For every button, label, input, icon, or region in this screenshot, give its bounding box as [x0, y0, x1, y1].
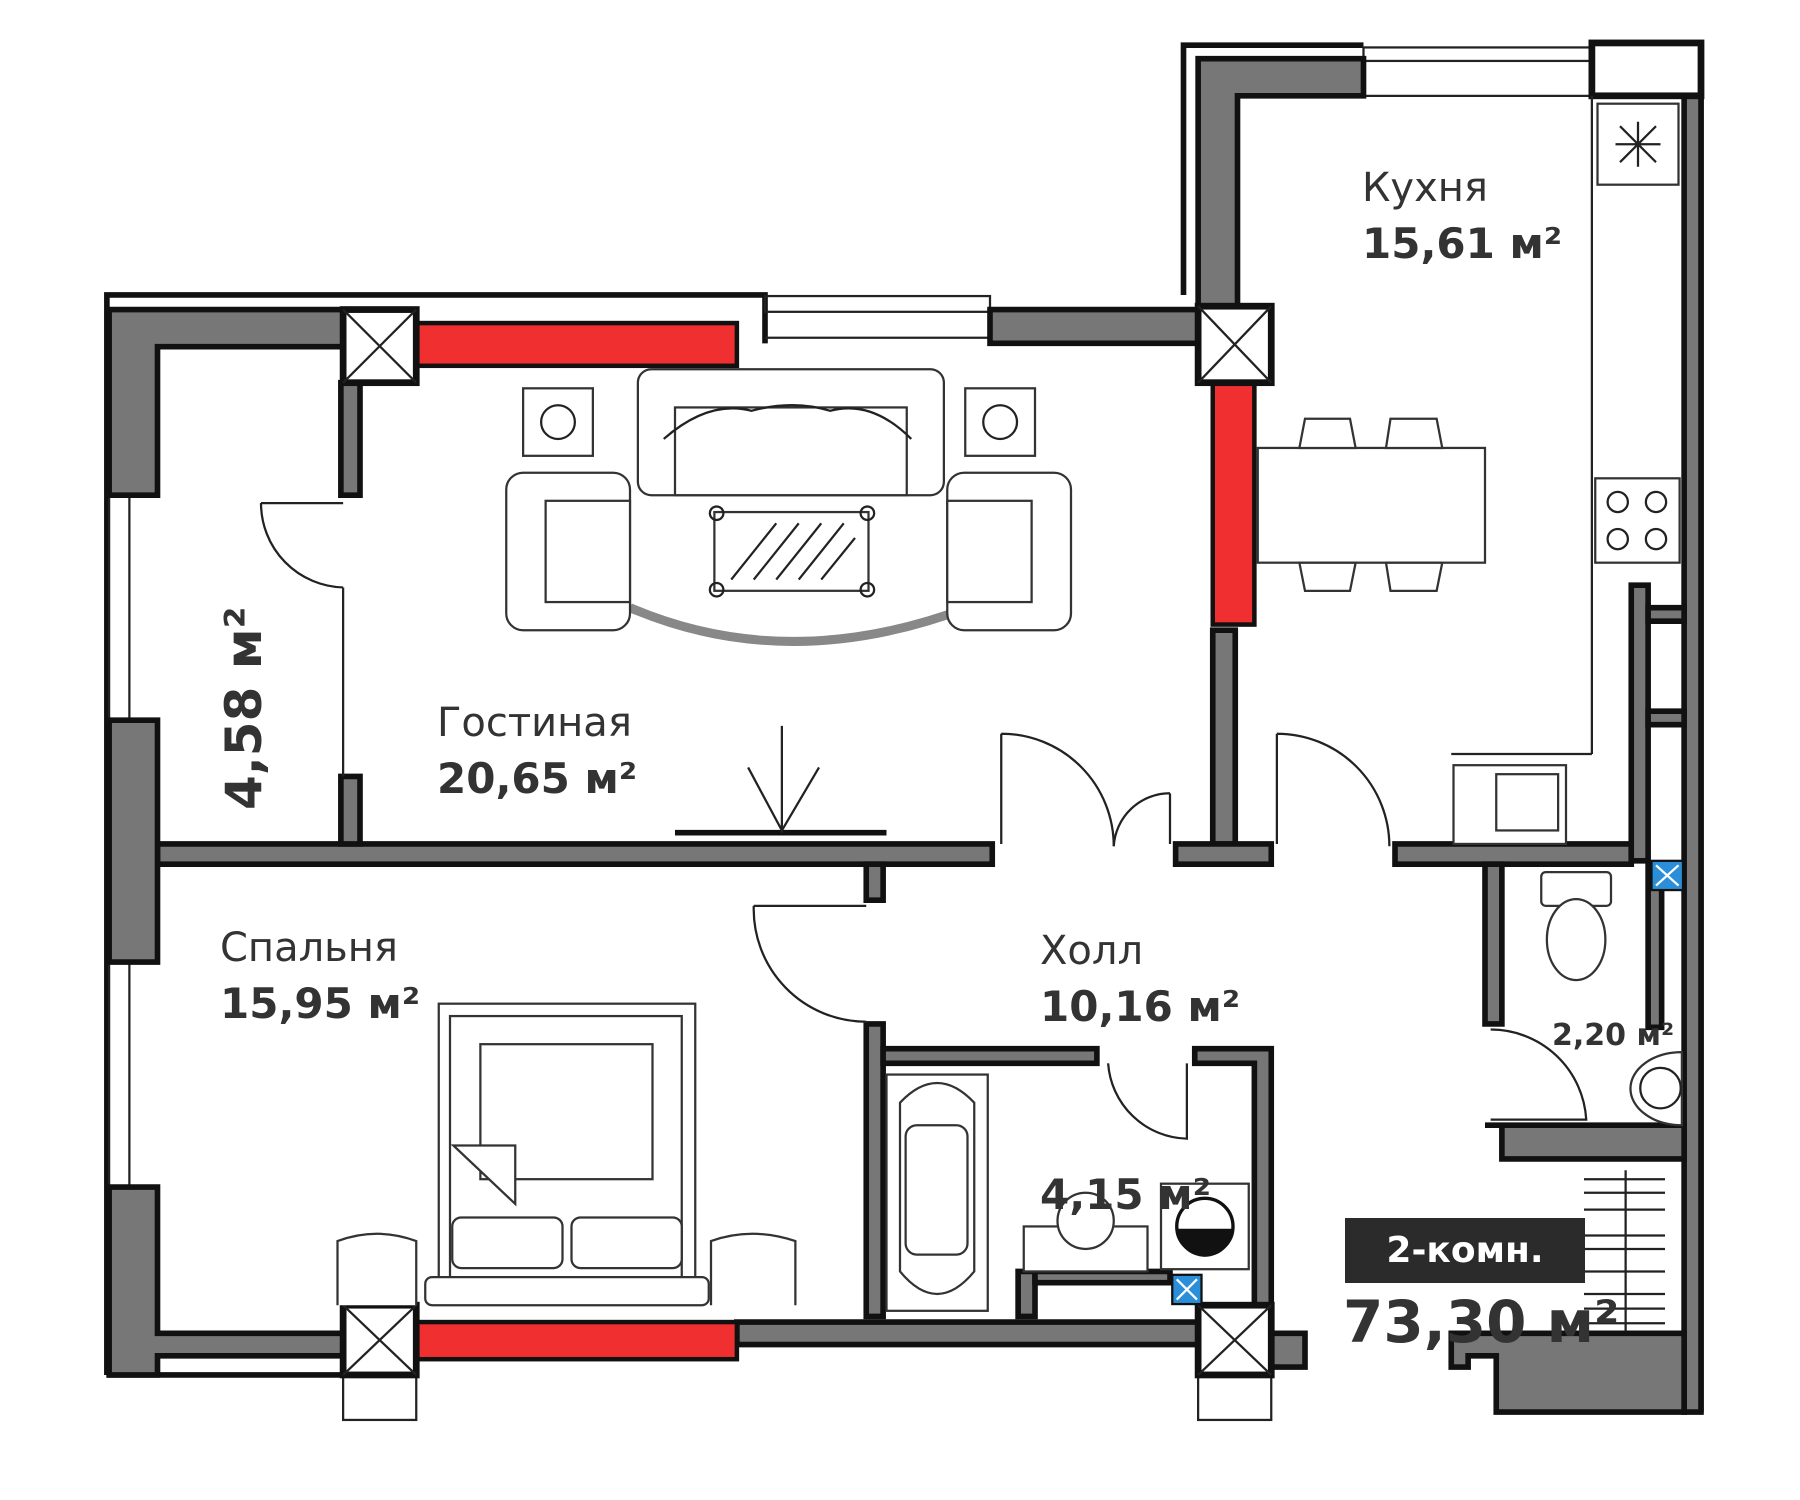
walls: [106, 55, 1704, 1415]
bathroom-fixtures: [885, 870, 1683, 1332]
room-name: Кухня: [1362, 165, 1488, 211]
toilet-area: 2,20 м²: [1552, 1018, 1675, 1053]
stove-icon: [1594, 477, 1681, 564]
coffee-table-icon: [708, 505, 876, 598]
room-name: Холл: [1040, 928, 1144, 974]
total-area: 73,30 м²: [1343, 1288, 1620, 1356]
sofa-icon: [636, 368, 945, 497]
nightstand-icon: [709, 1232, 797, 1306]
new-walls: [414, 320, 1257, 1362]
bedroom-furniture: [336, 1002, 797, 1307]
washbasin-icon: [1629, 1050, 1683, 1127]
armchair-icon: [505, 471, 632, 632]
kitchen-furniture: [1256, 95, 1681, 846]
wardrobe-icon: [1584, 1170, 1665, 1332]
vent-shaft-icon: [1194, 1301, 1275, 1379]
vent-shafts: [339, 39, 1705, 1379]
room-name: Гостиная: [437, 700, 632, 746]
bathroom-area: 4,15 м²: [1040, 1170, 1211, 1219]
sink-icon: [1452, 764, 1568, 846]
room-area: 10,16 м²: [1040, 982, 1241, 1031]
vent-shaft-icon: [339, 1301, 420, 1379]
armchair-icon: [946, 471, 1073, 632]
room-label-hall: Холл 10,16 м²: [1040, 928, 1240, 1031]
washbasin-icon: [1022, 1191, 1149, 1273]
nightstand-icon: [336, 1232, 418, 1306]
washing-machine-icon: [1159, 1182, 1250, 1271]
apartment-type-badge: 2-комн.: [1345, 1218, 1585, 1283]
room-area: 15,95 м²: [220, 979, 421, 1028]
room-name: Спальня: [220, 925, 398, 971]
bed-icon: [424, 1002, 710, 1307]
room-area: 20,65 м²: [437, 754, 638, 803]
dining-table-icon: [1256, 417, 1487, 592]
vent-shaft-icon: [339, 306, 420, 387]
lamp-table-icon: [964, 387, 1037, 457]
toilet-icon: [1540, 870, 1613, 982]
riser-icon: [1171, 1273, 1203, 1306]
room-label-bedroom: Спальня 15,95 м²: [220, 925, 420, 1028]
lamp-table-icon: [522, 387, 594, 457]
living-furniture: [505, 368, 1073, 646]
bathtub-icon: [885, 1073, 989, 1312]
doors: [259, 501, 1588, 1140]
riser-icon: [1650, 859, 1685, 892]
room-area: 15,61 м²: [1362, 219, 1563, 268]
kitchen-hood-icon: [1596, 102, 1680, 186]
room-label-kitchen: Кухня 15,61 м²: [1362, 165, 1562, 268]
balcony-area: 4,58 м²: [215, 606, 273, 810]
room-label-living: Гостиная 20,65 м²: [437, 700, 637, 803]
vent-shaft-icon: [1194, 302, 1275, 387]
